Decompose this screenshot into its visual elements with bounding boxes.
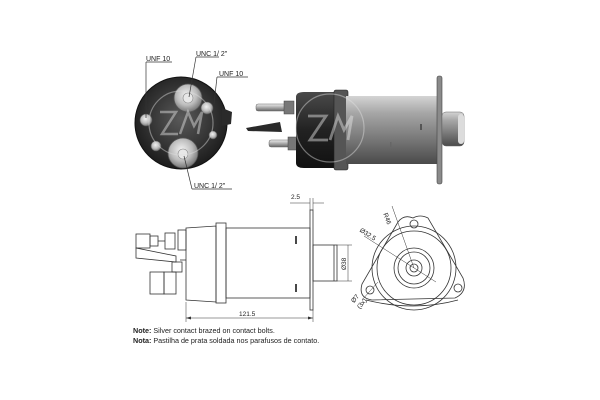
label-unf10-right: UNF 10 <box>219 71 244 78</box>
label-unc-bottom: UNC 1/ 2" <box>194 183 226 190</box>
zm-watermark-icon <box>295 93 365 163</box>
note-text: Pastilha de prata soldada nos parafusos … <box>151 336 320 345</box>
note-label: Note: <box>133 326 152 335</box>
note-portuguese: Nota: Pastilha de prata soldada nos para… <box>133 336 319 345</box>
zm-watermark-icon <box>148 90 214 156</box>
side-photo <box>246 75 465 185</box>
side-drawing <box>135 198 352 322</box>
dim-flange-thickness: 2.5 <box>291 194 301 201</box>
dim-nose-diameter: Ø38 <box>341 257 348 270</box>
dim-overall-length: 121.5 <box>239 311 256 318</box>
note-text: Silver contact brazed on contact bolts. <box>151 326 275 335</box>
label-unc-top: UNC 1/ 2" <box>196 51 228 58</box>
note-english: Note: Silver contact brazed on contact b… <box>133 326 275 335</box>
end-drawing <box>360 205 465 311</box>
note-label: Nota: <box>133 336 152 345</box>
label-unf10-left: UNF 10 <box>146 56 171 63</box>
front-cap-photo <box>134 56 248 190</box>
